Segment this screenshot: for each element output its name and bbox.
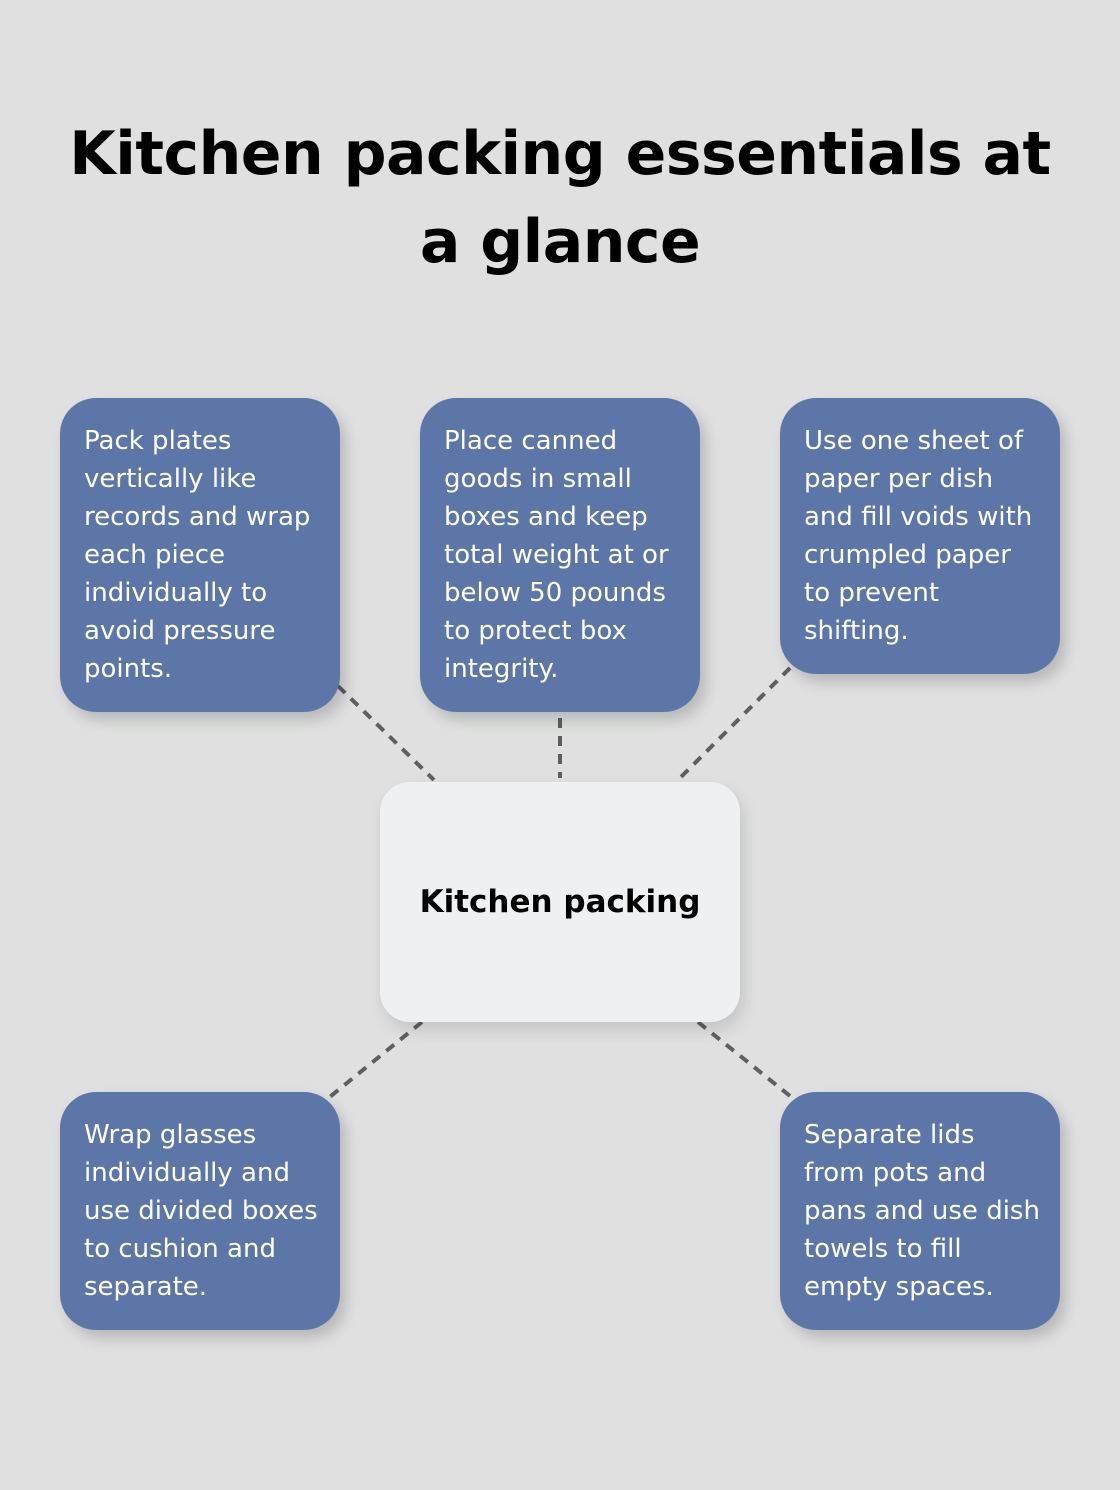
connector-bottom-right <box>696 1020 797 1102</box>
tip-text: Use one sheet of paper per dish and fill… <box>804 426 1033 646</box>
connector-bottom-left <box>324 1020 424 1102</box>
tip-text: Pack plates vertically like records and … <box>84 426 311 684</box>
tip-card-paper: Use one sheet of paper per dish and fill… <box>780 398 1060 674</box>
connector-top-left <box>336 684 436 782</box>
connector-top-right <box>676 666 792 782</box>
center-node: Kitchen packing <box>380 782 740 1022</box>
tip-text: Place canned goods in small boxes and ke… <box>444 426 669 684</box>
tip-card-glasses: Wrap glasses individually and use divide… <box>60 1092 340 1330</box>
diagram-title: Kitchen packing essentials at a glance <box>69 119 1051 277</box>
tip-text: Separate lids from pots and pans and use… <box>804 1120 1040 1302</box>
center-label: Kitchen packing <box>419 884 701 920</box>
tip-text: Wrap glasses individually and use divide… <box>84 1120 318 1302</box>
tip-card-plates: Pack plates vertically like records and … <box>60 398 340 712</box>
tip-card-canned-goods: Place canned goods in small boxes and ke… <box>420 398 700 712</box>
tip-card-pots-pans: Separate lids from pots and pans and use… <box>780 1092 1060 1330</box>
